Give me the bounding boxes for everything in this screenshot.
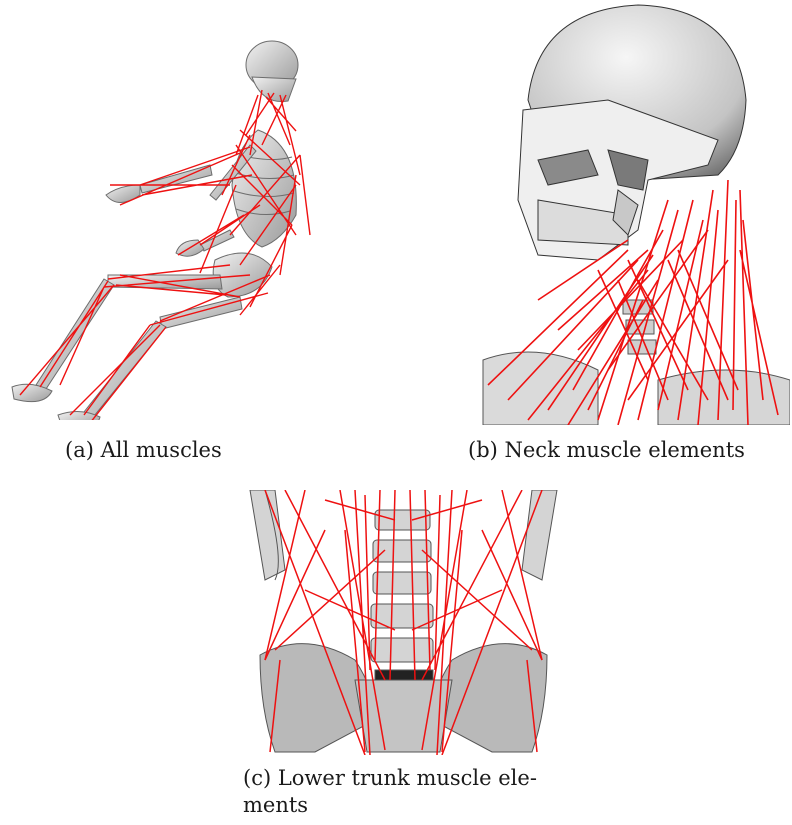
figure-a-all-muscles [0,35,330,420]
lower-trunk-image [245,490,562,755]
figure-b-neck-muscles [478,0,790,425]
neck-close-up-image [478,0,790,425]
caption-c-line-1: (c) Lower trunk muscle ele- [243,765,573,792]
caption-b: (b) Neck muscle elements [468,437,745,464]
skull-geometry [518,5,746,260]
caption-c: (c) Lower trunk muscle ele- ments [243,765,573,819]
caption-c-line-2: ments [243,792,573,819]
seated-skeleton-image [0,35,330,420]
figure-c-lower-trunk-muscles [245,490,562,755]
caption-a: (a) All muscles [65,437,222,464]
